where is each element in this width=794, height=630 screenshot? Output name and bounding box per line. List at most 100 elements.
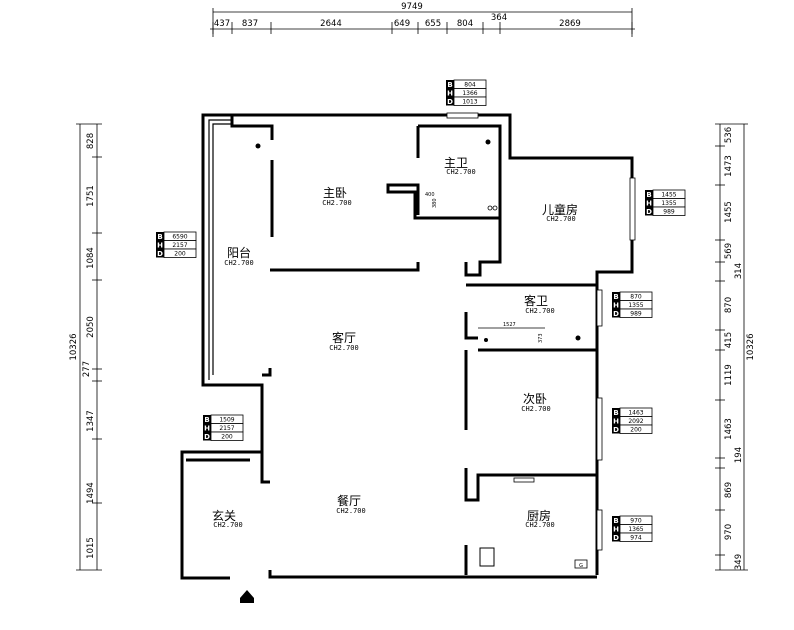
table-value-b: 804 [464, 82, 476, 89]
room-name-master-bedroom: 主卧 [323, 186, 347, 200]
table-key-label: B [204, 416, 209, 424]
table-value-b: 1463 [628, 410, 643, 417]
room-name-dining-room: 餐厅 [337, 493, 361, 508]
room-ceiling-guest-bath: CH2.700 [525, 307, 555, 315]
table-key-label: B [157, 233, 162, 241]
kitchen-tag: G [579, 563, 583, 569]
left-dim-7: 1494 [86, 482, 96, 504]
top-dim-3: 2644 [320, 19, 342, 29]
table-value-d: 989 [630, 311, 642, 318]
table-value-b: 1509 [219, 417, 234, 424]
table-value-cell [210, 431, 244, 441]
guest-bath-width-dim: 1527 [503, 322, 516, 328]
room-name-kids-room: 儿童房 [542, 202, 578, 217]
fixture-dot [484, 338, 488, 342]
right-dim-5: 314 [734, 263, 744, 279]
room-name-guest-bath: 客卫 [524, 293, 548, 308]
left-dim-4: 2050 [86, 316, 96, 338]
table-key-label: H [646, 200, 652, 208]
master-bath-vertical-dim: 380 [432, 198, 438, 208]
entrance-arrow-icon [240, 590, 254, 603]
table-value-d: 1013 [462, 99, 477, 106]
table-key-cell [446, 97, 454, 106]
table-key-label: H [613, 418, 619, 426]
top-dim-6: 804 [457, 19, 473, 29]
left-dim-8: 1015 [86, 537, 96, 559]
table-value-b: 6590 [172, 234, 187, 241]
room-name-balcony: 阳台 [227, 245, 251, 260]
room-name-second-bedroom: 次卧 [523, 392, 547, 406]
room-labels: 主卫 CH2.700 主卧 CH2.700 儿童房 CH2.700 阳台 CH2… [212, 156, 578, 529]
top-dim-1: 437 [214, 19, 230, 29]
table-key-label: H [613, 302, 619, 310]
table-key-label: H [157, 242, 163, 250]
table-value-h: 1355 [661, 200, 676, 207]
right-dim-4: 569 [724, 243, 734, 259]
table-key-label: D [613, 534, 619, 542]
right-dim-6: 870 [724, 297, 734, 313]
table-key-cell [156, 232, 164, 241]
top-dim-5: 655 [425, 19, 441, 29]
table-key-cell [612, 425, 620, 434]
right-dim-9: 1463 [724, 418, 734, 440]
table-key-cell [645, 190, 653, 199]
top-total-dim: 9749 [401, 2, 423, 12]
table-key-cell [612, 416, 620, 425]
right-total-dim: 10326 [746, 333, 756, 360]
table-value-d: 200 [630, 427, 642, 434]
table-key-cell [446, 80, 454, 89]
right-dim-8: 1119 [724, 364, 734, 386]
table-key-label: D [447, 98, 453, 106]
table-value-cell [619, 308, 653, 318]
table-value-cell [163, 248, 197, 258]
table-value-cell [652, 206, 686, 216]
top-dimension-chain: 9749 437 837 2644 649 655 804 364 2869 [210, 2, 635, 37]
table-key-label: H [204, 425, 210, 433]
left-dim-1: 828 [86, 133, 96, 149]
fixture-dot [575, 335, 581, 341]
table-key-cell [612, 292, 620, 301]
room-ceiling-balcony: CH2.700 [224, 259, 254, 267]
table-key-cell [446, 88, 454, 97]
right-dim-12: 970 [724, 524, 734, 540]
table-key-label: D [646, 208, 652, 216]
master-bath-dim: 400 [425, 192, 435, 198]
table-value-cell [619, 424, 653, 434]
table-key-cell [612, 300, 620, 309]
table-value-cell [453, 96, 487, 106]
top-dim-7: 364 [491, 13, 507, 23]
table-value-h: 1366 [462, 90, 477, 97]
walls [180, 113, 634, 580]
table-value-d: 974 [630, 535, 642, 542]
kitchen-vent [513, 477, 535, 483]
table-key-cell [203, 423, 211, 432]
room-ceiling-second-bedroom: CH2.700 [521, 405, 551, 413]
table-key-label: H [613, 526, 619, 534]
table-key-label: B [613, 517, 618, 525]
fixture-dot [255, 143, 261, 149]
right-dim-7: 415 [724, 332, 734, 348]
left-dim-6: 1347 [86, 410, 96, 432]
room-ceiling-entry: CH2.700 [213, 521, 243, 529]
table-value-h: 1365 [628, 526, 643, 533]
table-value-d: 200 [174, 251, 186, 258]
room-ceiling-dining-room: CH2.700 [336, 507, 366, 515]
fixture-ring [492, 205, 498, 211]
table-key-label: B [613, 409, 618, 417]
table-key-label: H [447, 90, 453, 98]
left-dim-5: 277 [82, 361, 92, 377]
right-dim-11: 869 [724, 482, 734, 498]
top-dim-2: 837 [242, 19, 258, 29]
room-ceiling-master-bath: CH2.700 [446, 168, 476, 176]
left-total-dim: 10326 [69, 333, 79, 360]
table-value-d: 989 [663, 209, 675, 216]
table-key-label: B [447, 81, 452, 89]
table-key-label: B [613, 293, 618, 301]
table-key-label: D [613, 426, 619, 434]
